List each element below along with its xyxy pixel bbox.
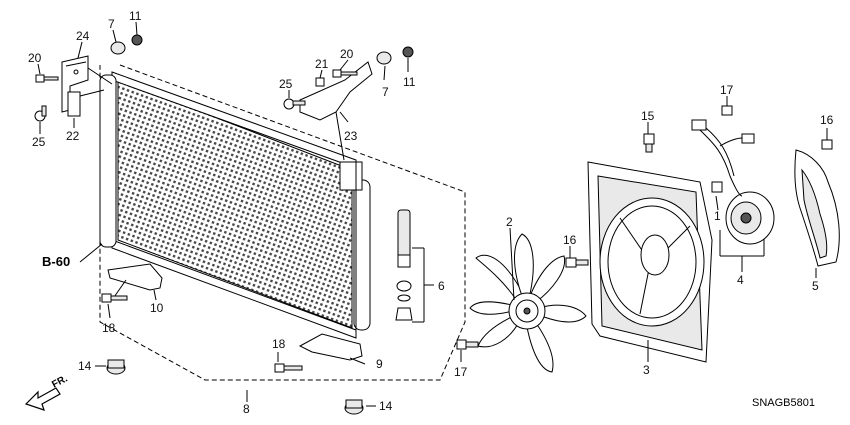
lower-bracket-9 bbox=[298, 333, 363, 361]
diagram-code: SNAGB5801 bbox=[752, 397, 815, 409]
desiccant-kit-6 bbox=[395, 209, 434, 323]
callout-20-left: 20 bbox=[28, 51, 42, 65]
callout-15: 15 bbox=[641, 109, 655, 123]
bolt-25-left bbox=[34, 105, 47, 122]
callout-22: 22 bbox=[66, 129, 80, 143]
cooling-fan bbox=[469, 233, 587, 373]
callout-16-guide: 16 bbox=[820, 113, 834, 127]
callout-8: 8 bbox=[243, 402, 250, 416]
bolt-17-upper bbox=[721, 105, 733, 116]
condenser-left-tank bbox=[99, 74, 117, 248]
bolt-11-right bbox=[402, 46, 414, 58]
condenser-assembly bbox=[99, 64, 466, 381]
callout-20-right: 20 bbox=[340, 47, 354, 61]
callout-18-right: 18 bbox=[272, 337, 286, 351]
section-reference-label: B-60 bbox=[42, 254, 70, 269]
front-direction-label: FR. bbox=[50, 373, 70, 390]
leader-lines bbox=[37, 21, 828, 407]
front-arrow-icon bbox=[24, 387, 61, 411]
bolt-17-lower bbox=[456, 339, 479, 350]
callout-6: 6 bbox=[438, 279, 445, 293]
bolt-11-left bbox=[131, 34, 143, 46]
bolt-20-left bbox=[35, 74, 59, 83]
callout-4: 4 bbox=[737, 273, 744, 287]
bolt-25-right bbox=[283, 98, 306, 110]
fan-shroud bbox=[587, 161, 713, 363]
callout-7-left: 7 bbox=[108, 17, 115, 31]
callout-3: 3 bbox=[643, 363, 650, 377]
callout-17-lower: 17 bbox=[454, 365, 468, 379]
callout-9: 9 bbox=[376, 357, 383, 371]
bolt-21 bbox=[315, 77, 325, 87]
callout-1: 1 bbox=[714, 209, 721, 223]
callout-2: 2 bbox=[506, 215, 513, 229]
grommet-7-right bbox=[376, 51, 392, 65]
callout-23: 23 bbox=[344, 129, 358, 143]
bolt-16-guide bbox=[821, 139, 833, 150]
callout-21: 21 bbox=[315, 57, 329, 71]
cushion-14-right bbox=[344, 399, 364, 415]
callout-14-left: 14 bbox=[78, 359, 92, 373]
bracket-22 bbox=[67, 89, 105, 117]
callout-16-shroud: 16 bbox=[563, 233, 577, 247]
bolt-18-left bbox=[101, 293, 128, 303]
callout-11-left: 11 bbox=[129, 9, 142, 23]
callout-25-right: 25 bbox=[279, 77, 293, 91]
callout-10: 10 bbox=[150, 301, 164, 315]
front-direction-indicator: FR. bbox=[24, 373, 70, 411]
fan-motor bbox=[691, 119, 775, 272]
bolt-20-right bbox=[332, 69, 358, 78]
grommet-7-left bbox=[110, 41, 126, 55]
bolt-15 bbox=[643, 133, 655, 153]
callout-11-right: 11 bbox=[403, 75, 416, 89]
air-guide bbox=[794, 149, 840, 267]
callout-18-left: 18 bbox=[102, 321, 116, 335]
callout-5: 5 bbox=[812, 279, 819, 293]
callout-7-right: 7 bbox=[382, 85, 389, 99]
callout-17-upper: 17 bbox=[720, 83, 734, 97]
lower-bracket-10 bbox=[107, 263, 163, 301]
callout-25-left: 25 bbox=[32, 135, 46, 149]
callout-24: 24 bbox=[76, 29, 90, 43]
bolt-16-shroud bbox=[565, 257, 589, 268]
callout-labels: 20 24 7 11 25 22 21 20 25 7 11 23 6 10 1… bbox=[28, 9, 834, 416]
cushion-14-left bbox=[106, 359, 126, 375]
callout-14-right: 14 bbox=[379, 399, 393, 413]
bolt-18-right bbox=[274, 363, 303, 373]
section-reference: B-60 bbox=[42, 243, 103, 269]
